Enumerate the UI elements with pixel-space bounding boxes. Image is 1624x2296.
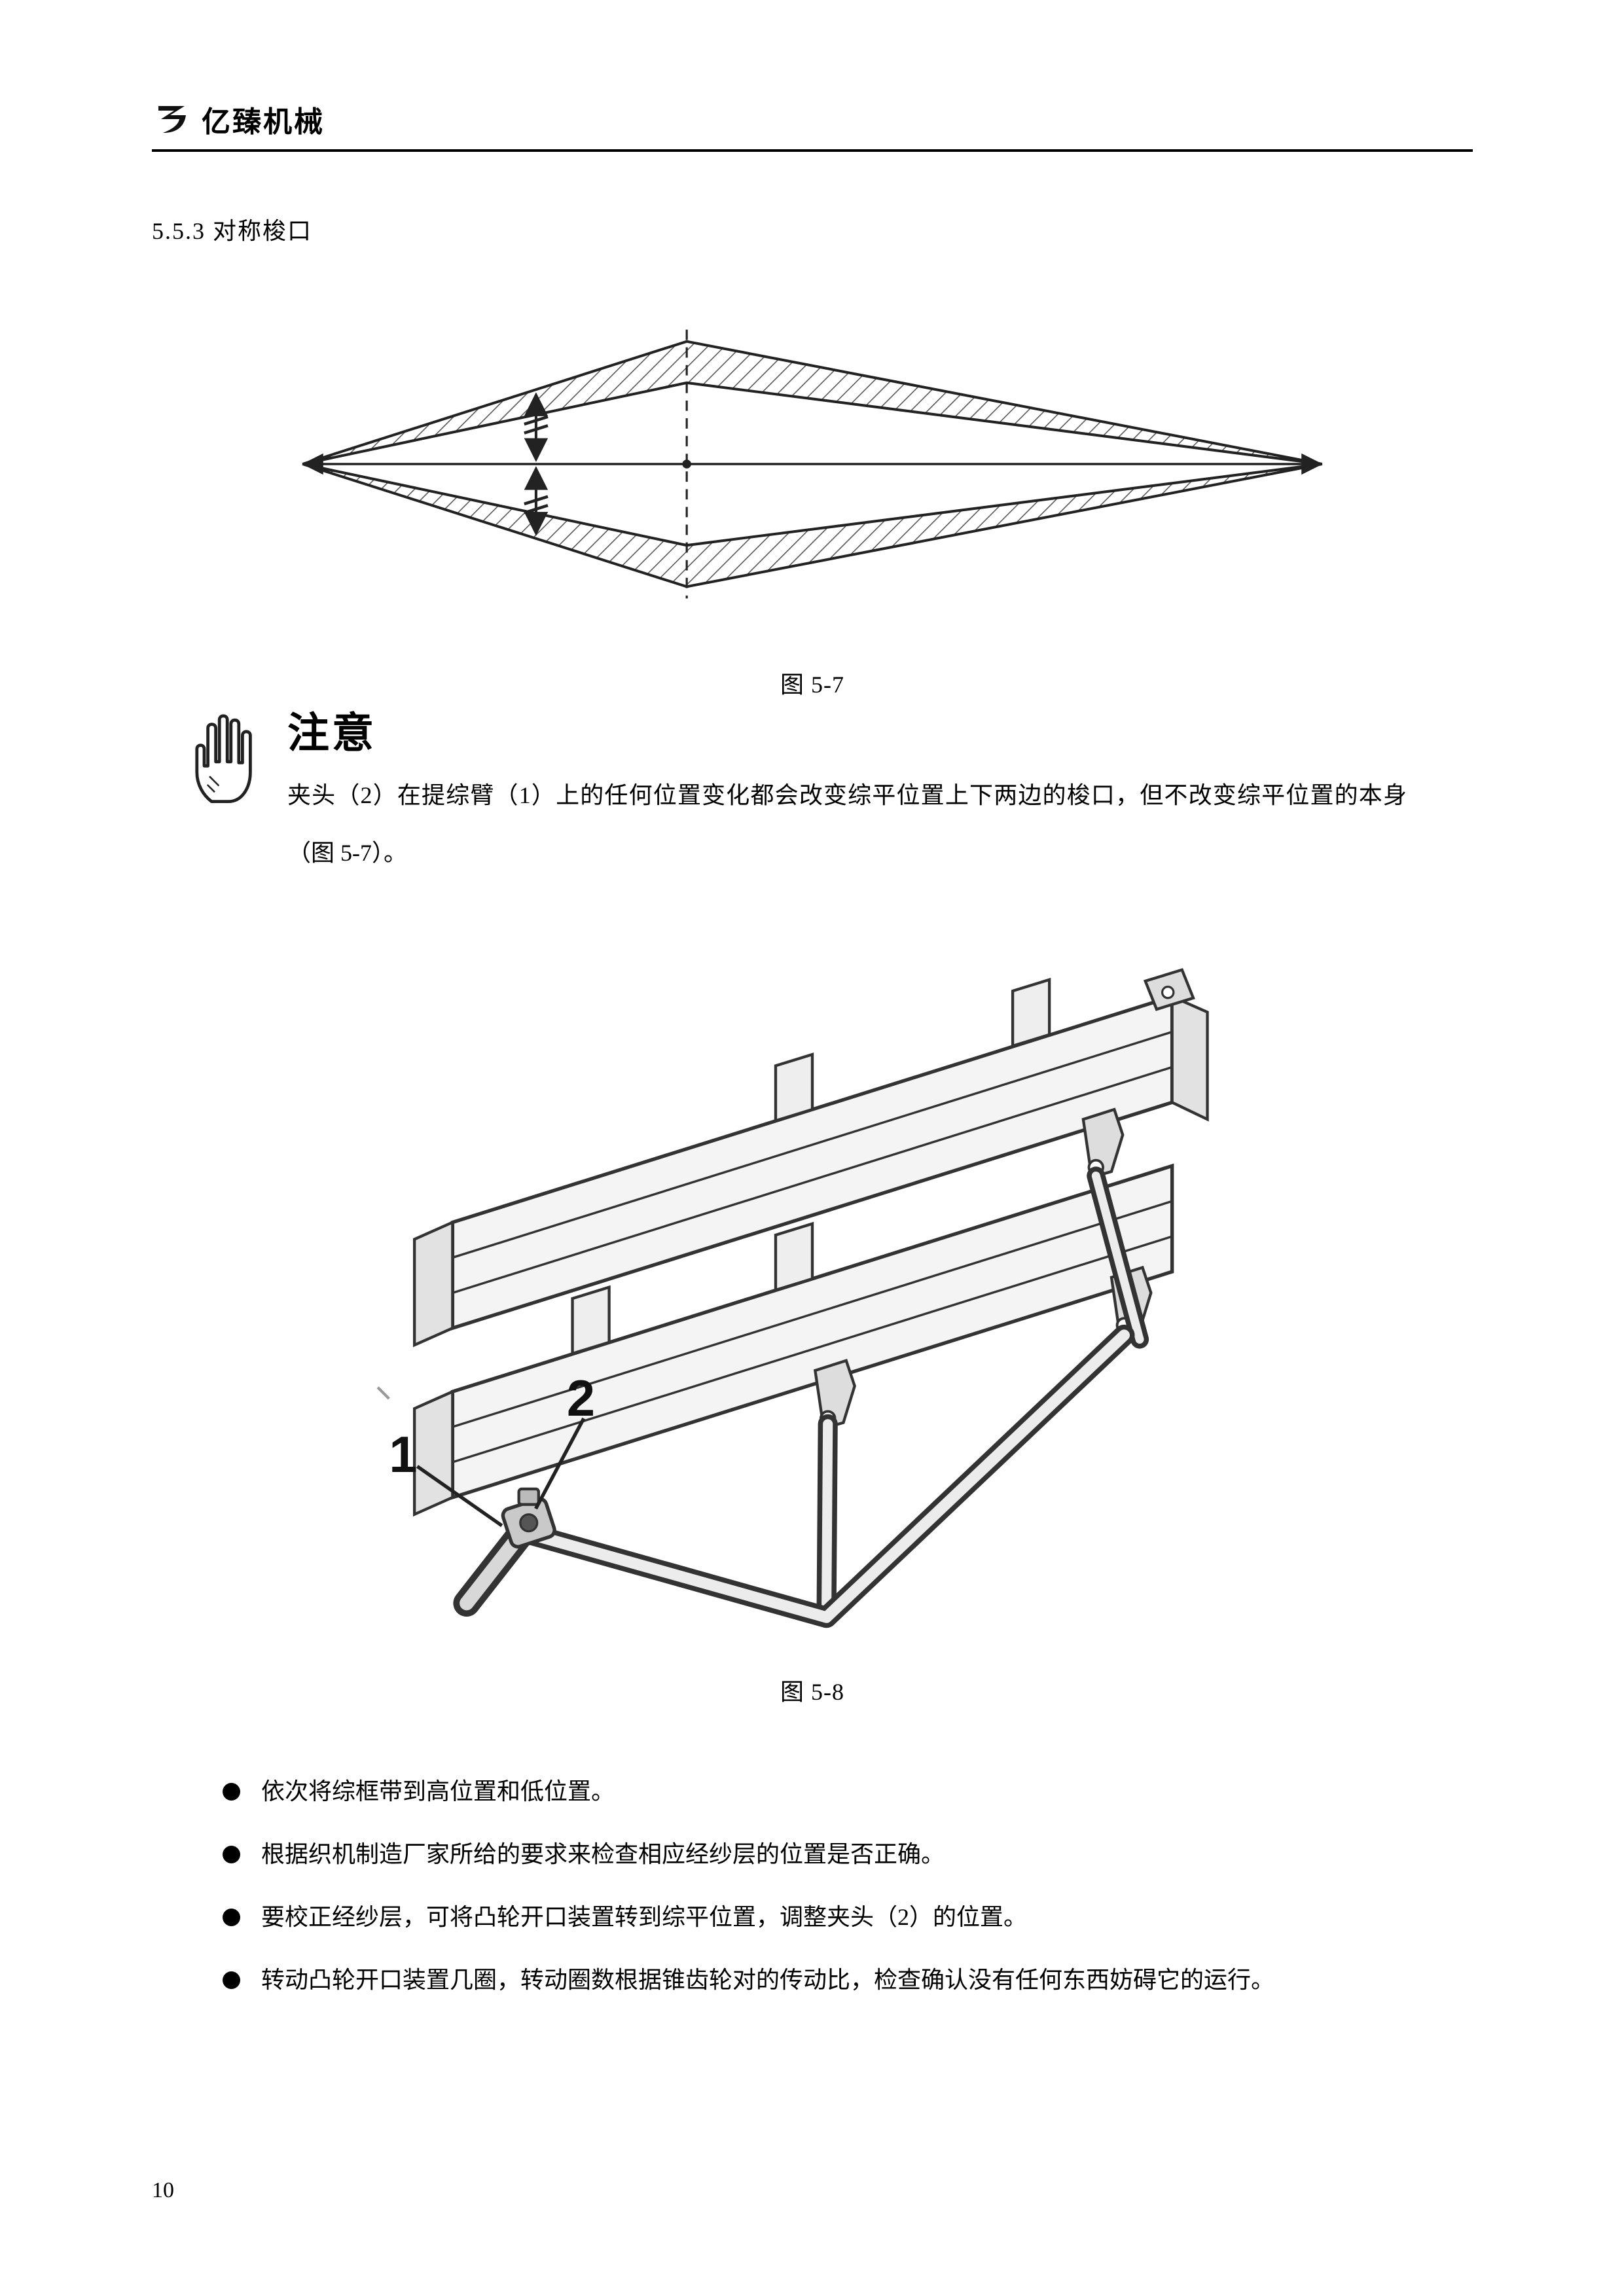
heald-frame-illustration: 1 2 — [376, 968, 1209, 1628]
bullet-text: 转动凸轮开口装置几圈，转动圈数根据锥齿轮对的传动比，检查确认没有任何东西妨碍它的… — [261, 1967, 1275, 1994]
list-item: 依次将综框带到高位置和低位置。 — [223, 1774, 1473, 1809]
notice-block: 注意 夹头（2）在提综臂（1）上的任何位置变化都会改变综平位置上下两边的梭口，但… — [152, 710, 1473, 882]
bullet-icon — [223, 1971, 240, 1990]
bullet-icon — [223, 1909, 240, 1927]
instruction-list: 依次将综框带到高位置和低位置。 根据织机制造厂家所给的要求来检查相应经纱层的位置… — [223, 1774, 1473, 1998]
bullet-icon — [223, 1846, 240, 1864]
bullet-icon — [223, 1783, 240, 1801]
figure-5-8-caption: 图 5-8 — [780, 1679, 844, 1706]
bullet-text: 依次将综框带到高位置和低位置。 — [261, 1778, 615, 1805]
brand-logo-icon — [152, 99, 191, 139]
hand-icon — [189, 710, 262, 807]
figure-label-arm: 1 — [389, 1427, 417, 1483]
figure-5-8: 1 2 图 5-8 — [152, 891, 1473, 1707]
section-heading: 5.5.3 对称梭口 — [152, 218, 313, 244]
bullet-text: 要校正经纱层，可将凸轮开口装置转到综平位置，调整夹头（2）的位置。 — [261, 1904, 1028, 1931]
bullet-text: 根据织机制造厂家所给的要求来检查相应经纱层的位置是否正确。 — [261, 1841, 945, 1868]
figure-5-7: 图 5-7 — [152, 323, 1473, 700]
brand-name: 亿臻机械 — [202, 106, 325, 138]
figure-5-7-caption: 图 5-7 — [780, 672, 844, 698]
page-header: 亿臻机械 — [152, 98, 1473, 152]
page-number: 10 — [152, 2178, 174, 2202]
figure-label-clamp: 2 — [567, 1371, 595, 1427]
list-item: 要校正经纱层，可将凸轮开口装置转到综平位置，调整夹头（2）的位置。 — [223, 1899, 1473, 1935]
list-item: 根据织机制造厂家所给的要求来检查相应经纱层的位置是否正确。 — [223, 1837, 1473, 1872]
list-item: 转动凸轮开口装置几圈，转动圈数根据锥齿轮对的传动比，检查确认没有任何东西妨碍它的… — [223, 1962, 1473, 1998]
notice-title: 注意 — [287, 709, 376, 757]
page-content: 亿臻机械 5.5.3 对称梭口 — [152, 98, 1473, 2025]
symmetric-shed-diagram — [302, 329, 1323, 599]
notice-body: 夹头（2）在提综臂（1）上的任何位置变化都会改变综平位置上下两边的梭口，但不改变… — [287, 782, 1407, 867]
